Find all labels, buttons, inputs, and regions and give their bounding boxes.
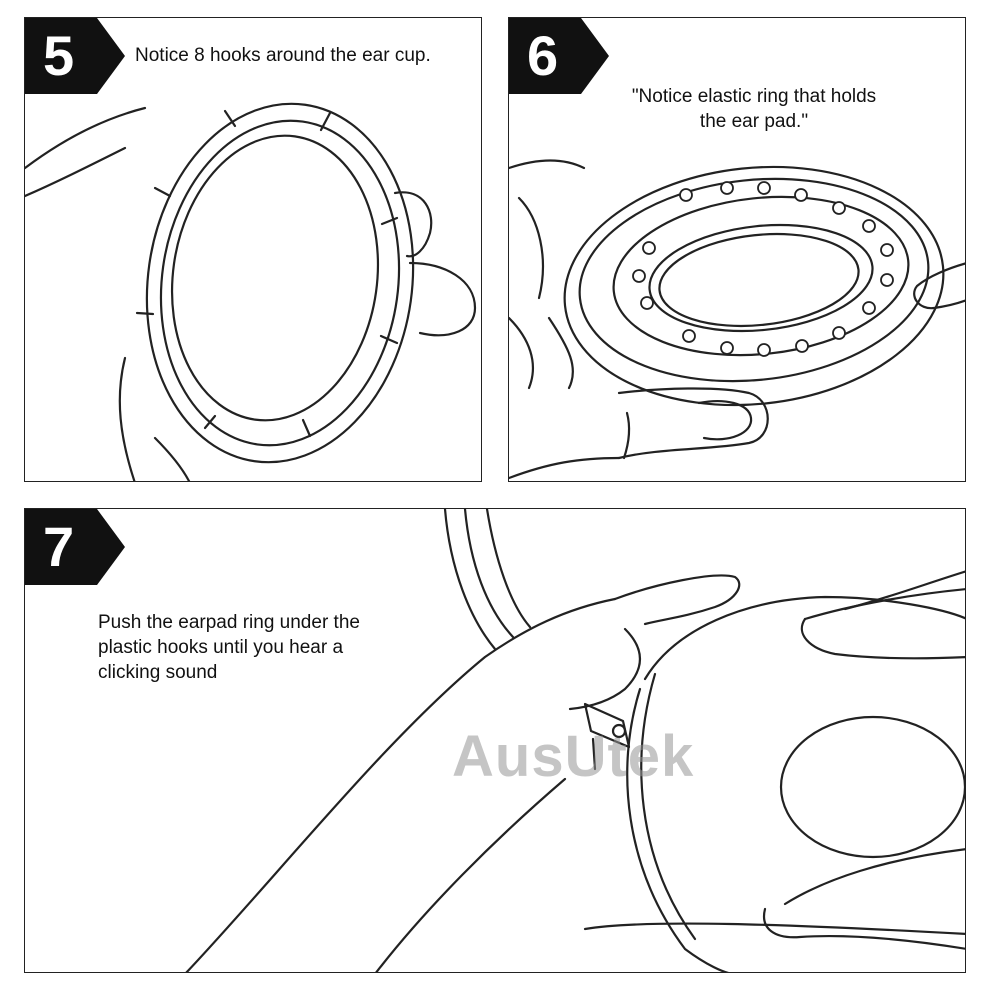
elastic-ring-illustration	[509, 159, 965, 480]
step-6-caption-line-2: the ear pad."	[699, 111, 809, 132]
headband-earpad-illustration	[185, 509, 965, 972]
step-5-panel: 5 Notice 8 hooks around the ear cup.	[24, 17, 482, 482]
step-7-caption: Push the earpad ring under the plastic h…	[98, 610, 428, 685]
step-7-badge: 7	[25, 509, 125, 585]
step-7-caption-line-2: plastic hooks until you hear a	[98, 637, 344, 658]
step-6-badge: 6	[509, 18, 609, 94]
step-7-caption-line-3: clicking sound	[98, 662, 218, 683]
step-6-number: 6	[527, 24, 559, 87]
step-6-caption-line-1: "Notice elastic ring that holds	[631, 86, 877, 107]
step-6-caption: "Notice elastic ring that holds the ear …	[589, 84, 919, 134]
ear-cup-illustration	[25, 102, 477, 481]
step-7-panel: 7 Push the earpad ring under the plastic…	[24, 508, 966, 973]
step-5-badge: 5	[25, 18, 125, 94]
step-7-number: 7	[43, 515, 75, 578]
step-6-panel: 6 "Notice elastic ring that holds the ea…	[508, 17, 966, 482]
brand-watermark: AusUtek	[452, 724, 695, 789]
step-5-caption: Notice 8 hooks around the ear cup.	[135, 45, 431, 66]
step-5-number: 5	[43, 24, 75, 87]
step-7-caption-line-1: Push the earpad ring under the	[98, 612, 360, 633]
